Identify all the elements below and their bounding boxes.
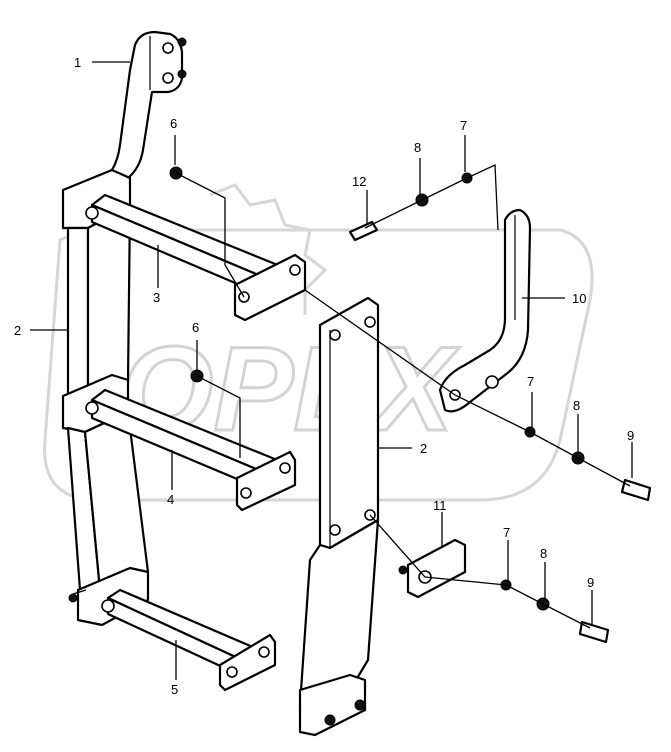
callout-labels: 1 2 3 6 6 4 5 12 8 7 10 2 7 8 9 11 7 8 9 — [14, 55, 634, 697]
callout-9-right: 9 — [627, 428, 634, 443]
callout-1: 1 — [74, 55, 81, 70]
callout-8-top: 8 — [414, 140, 421, 155]
callout-2-left: 2 — [14, 323, 21, 338]
callout-5: 5 — [171, 682, 178, 697]
callout-4: 4 — [167, 492, 174, 507]
bolt-9-right — [620, 478, 652, 502]
callout-8-lower: 8 — [540, 546, 547, 561]
assembly-lines — [175, 164, 631, 629]
callout-3: 3 — [153, 290, 160, 305]
callout-6-lower: 6 — [192, 320, 199, 335]
part-10-hook-bracket — [438, 208, 532, 413]
part-5-crossbar — [101, 588, 277, 692]
callout-2-right: 2 — [420, 441, 427, 456]
part-4-crossbar — [85, 388, 297, 512]
part-1-upper-bracket — [93, 30, 187, 194]
callout-7-right: 7 — [527, 374, 534, 389]
callout-12: 12 — [352, 174, 366, 189]
callout-7-lower: 7 — [503, 525, 510, 540]
callout-7-top: 7 — [460, 118, 467, 133]
part-3-crossbar — [85, 193, 307, 322]
part-2-left-frame — [61, 168, 150, 627]
callout-8-right: 8 — [573, 398, 580, 413]
callout-6-upper: 6 — [170, 116, 177, 131]
part-2-right-frame — [298, 296, 380, 737]
callout-10: 10 — [572, 291, 586, 306]
part-11-plate — [398, 538, 467, 599]
callout-9-lower: 9 — [587, 575, 594, 590]
callout-leaders — [30, 61, 633, 680]
bolt-12 — [348, 220, 379, 242]
callout-11: 11 — [433, 498, 447, 513]
